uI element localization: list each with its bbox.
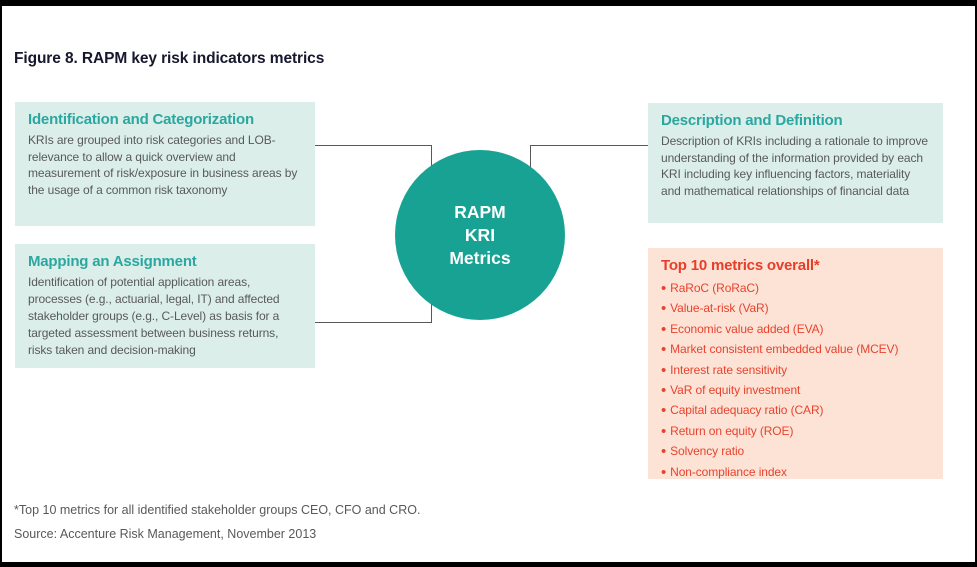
box-body-text: Description of KRIs including a rational… <box>661 134 928 198</box>
metric-list-item: Interest rate sensitivity <box>661 360 931 380</box>
footnote: *Top 10 metrics for all identified stake… <box>14 503 421 517</box>
box-body-text: KRIs are grouped into risk categories an… <box>28 133 298 197</box>
source-note: Source: Accenture Risk Management, Novem… <box>14 527 317 541</box>
metric-list-item: Capital adequacy ratio (CAR) <box>661 400 931 420</box>
circle-label-line3: Metrics <box>449 247 511 268</box>
box-heading: Description and Definition <box>661 112 843 129</box>
metric-list-item: Non-compliance index <box>661 462 931 482</box>
page-frame-bottom <box>0 562 977 567</box>
box-top-10-metrics: Top 10 metrics overall* RaRoC (RoRaC) Va… <box>648 248 943 479</box>
metric-list: RaRoC (RoRaC) Value-at-risk (VaR) Econom… <box>661 278 931 482</box>
circle-label-line2: KRI <box>464 224 496 245</box>
box-description-and-definition: Description and Definition Description o… <box>648 103 943 223</box>
box-identification-and-categorization: Identification and Categorization KRIs a… <box>15 102 315 226</box>
metric-list-item: Solvency ratio <box>661 441 931 461</box>
center-circle-rapm-kri-metrics: RAPM KRI Metrics <box>395 150 565 320</box>
box-heading: Identification and Categorization <box>28 111 254 128</box>
metric-list-item: Economic value added (EVA) <box>661 319 931 339</box>
box-body-text: Identification of potential application … <box>28 275 280 357</box>
circle-label-line1: RAPM <box>454 201 506 222</box>
box-mapping-an-assignment: Mapping an Assignment Identification of … <box>15 244 315 368</box>
metric-list-item: Market consistent embedded value (MCEV) <box>661 339 931 359</box>
page-frame-left <box>0 0 2 567</box>
connector-right-elbow <box>530 145 648 177</box>
box-heading: Mapping an Assignment <box>28 253 197 270</box>
box-heading: Top 10 metrics overall* <box>661 257 820 274</box>
metric-list-item: Value-at-risk (VaR) <box>661 298 931 318</box>
metric-list-item: VaR of equity investment <box>661 380 931 400</box>
page-frame-right <box>975 0 977 567</box>
figure-title: Figure 8. RAPM key risk indicators metri… <box>14 50 325 67</box>
metric-list-item: Return on equity (ROE) <box>661 421 931 441</box>
page-frame-top <box>0 0 977 6</box>
metric-list-item: RaRoC (RoRaC) <box>661 278 931 298</box>
